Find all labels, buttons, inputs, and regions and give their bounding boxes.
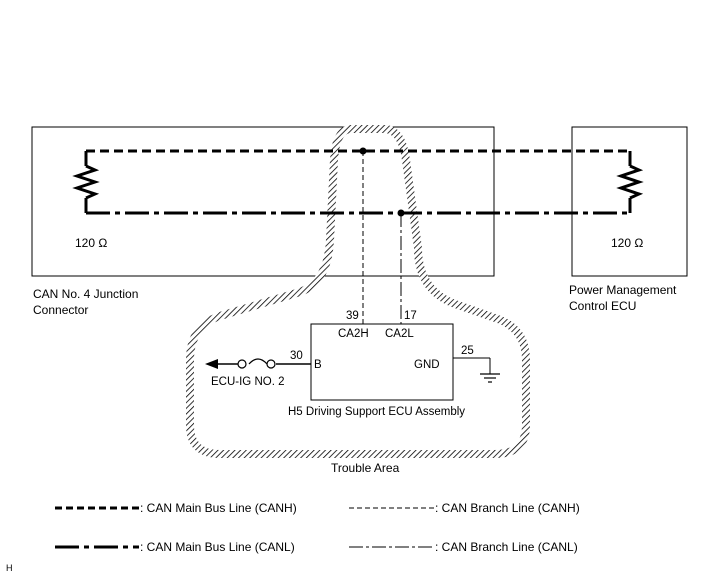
- power-ecu-resistance-label: 120 Ω: [611, 236, 643, 250]
- pin-ca2h-label: CA2H: [338, 328, 369, 340]
- pin-gnd-label: GND: [414, 359, 440, 371]
- trouble-area-boundary: [186, 125, 530, 458]
- pin-ca2l-number: 17: [404, 310, 417, 322]
- driving-support-ecu-name: H5 Driving Support ECU Assembly: [288, 406, 465, 418]
- legend: : CAN Main Bus Line (CANH) : CAN Branch …: [55, 501, 580, 554]
- corner-mark: H: [6, 563, 13, 573]
- legend-main-canl-label: : CAN Main Bus Line (CANL): [140, 540, 295, 554]
- junction-resistance-label: 120 Ω: [75, 236, 107, 250]
- power-ecu-name-line1: Power Management: [569, 283, 677, 297]
- pin-b-label: B: [314, 359, 322, 371]
- junction-connector-name-line1: CAN No. 4 Junction: [33, 287, 138, 301]
- canh-main-bus: [84, 149, 632, 166]
- pin-ca2h-number: 39: [346, 310, 359, 322]
- fuse-icon: [248, 358, 268, 365]
- junction-connector-box: [31, 126, 495, 277]
- ground-wire: [453, 357, 500, 383]
- legend-main-canh-label: : CAN Main Bus Line (CANH): [140, 501, 297, 515]
- power-ecu-box: [571, 126, 688, 277]
- fuse-terminal-right: [266, 359, 276, 369]
- canl-main-bus: [84, 198, 632, 215]
- pin-ca2l-label: CA2L: [385, 328, 414, 340]
- power-ecu-name-line2: Control ECU: [569, 299, 636, 313]
- trouble-area-label: Trouble Area: [331, 461, 400, 475]
- fuse-terminal-left: [237, 359, 247, 369]
- driving-support-ecu-box: [310, 323, 454, 401]
- ground-icon: [480, 373, 500, 383]
- power-ecu-resistor: [616, 164, 644, 200]
- legend-branch-canh-label: : CAN Branch Line (CANH): [435, 501, 580, 515]
- arrow-left-icon: [205, 359, 218, 369]
- junction-resistor: [72, 164, 100, 200]
- power-source-label: ECU-IG NO. 2: [211, 376, 284, 388]
- power-wire: [205, 358, 311, 369]
- pin-b-number: 30: [290, 350, 303, 362]
- legend-branch-canl-label: : CAN Branch Line (CANL): [435, 540, 578, 554]
- junction-connector-name-line2: Connector: [33, 303, 88, 317]
- pin-gnd-number: 25: [461, 345, 474, 357]
